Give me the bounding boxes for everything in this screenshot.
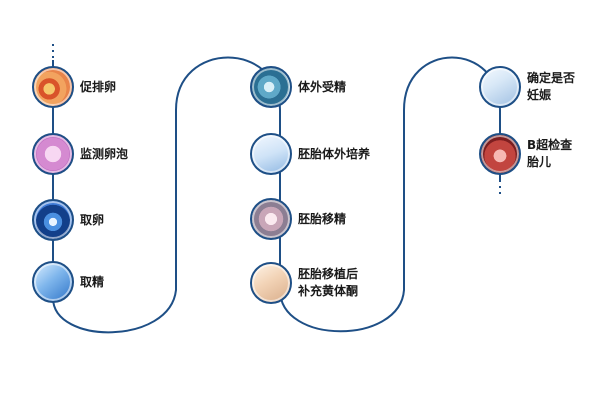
culture-dish-icon — [250, 133, 292, 175]
fertilization-icon — [250, 66, 292, 108]
step-label-line1: 胚胎移植后 — [298, 267, 359, 281]
step-label: 监测卵泡 — [80, 146, 129, 161]
step-label-line1: 确定是否 — [527, 71, 576, 85]
step-retrieve-egg: 取卵 — [32, 199, 104, 241]
step-label-line1: B超检查 — [527, 138, 573, 152]
step-embryo-transfer: 胚胎移精 — [250, 198, 346, 240]
step-monitor-follicle: 监测卵泡 — [32, 133, 128, 175]
step-label-line2: 妊娠 — [527, 88, 552, 102]
abdomen-icon — [250, 262, 292, 304]
embryo-icon — [250, 198, 292, 240]
step-luteal-support: 胚胎移植后 补充黄体酮 — [250, 262, 358, 304]
step-label: 胚胎体外培养 — [298, 146, 371, 161]
step-label-line2: 补充黄体酮 — [298, 284, 359, 298]
step-label: 促排卵 — [80, 79, 117, 94]
step-ultrasound: B超检查 胎儿 — [479, 133, 572, 175]
step-label: 胚胎移精 — [298, 211, 347, 226]
step-ovulation: 促排卵 — [32, 66, 116, 108]
ovary-icon — [32, 66, 74, 108]
step-label: 体外受精 — [298, 79, 347, 94]
sperm-icon — [32, 261, 74, 303]
step-label: 取精 — [80, 274, 105, 289]
fetus-icon — [479, 133, 521, 175]
step-fertilization: 体外受精 — [250, 66, 346, 108]
step-confirm-pregnancy: 确定是否 妊娠 — [479, 66, 575, 108]
follicle-icon — [32, 133, 74, 175]
egg-cell-icon — [32, 199, 74, 241]
step-retrieve-sperm: 取精 — [32, 261, 104, 303]
step-embryo-culture: 胚胎体外培养 — [250, 133, 370, 175]
doctor-patient-icon — [479, 66, 521, 108]
step-label-line2: 胎儿 — [527, 155, 552, 169]
step-label: 取卵 — [80, 212, 105, 227]
